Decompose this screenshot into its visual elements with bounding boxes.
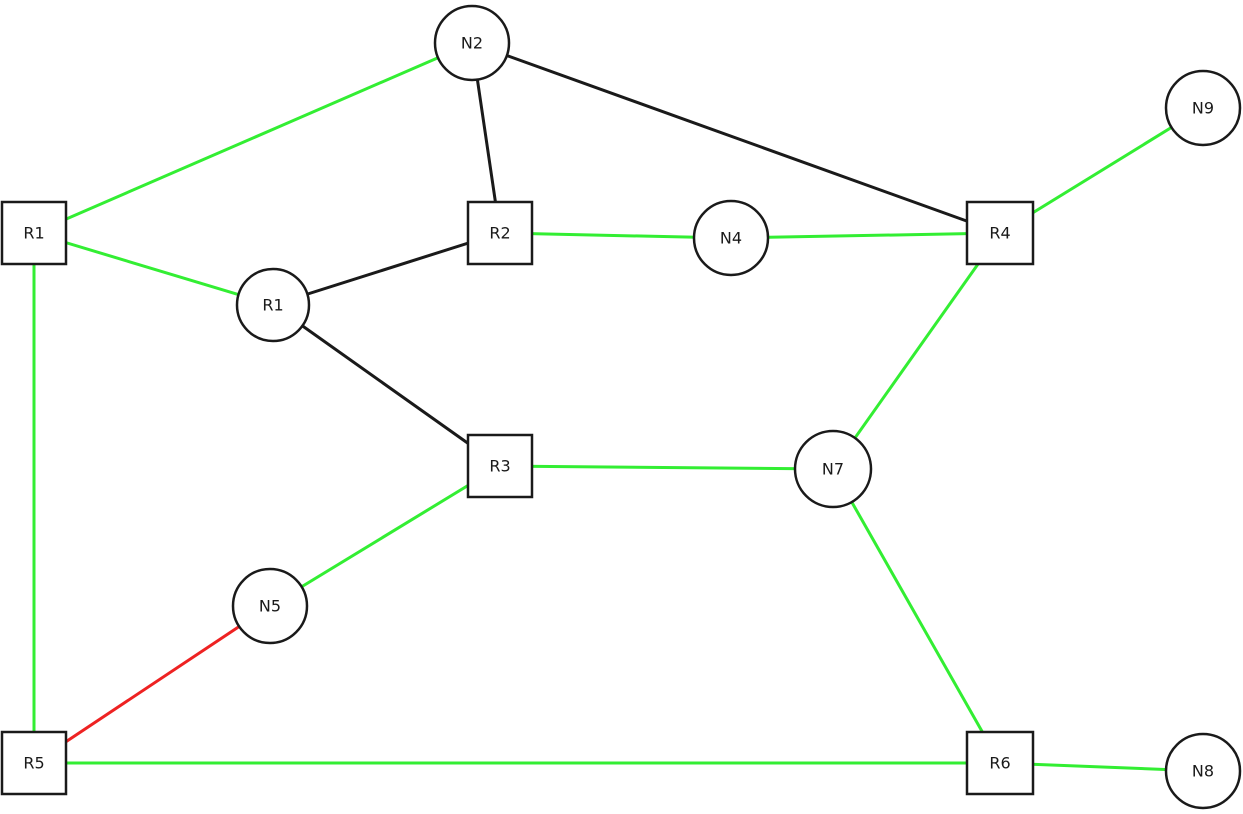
node-label: N5 xyxy=(259,597,281,616)
edge-n2-r4 xyxy=(470,41,1002,235)
node-label: R1 xyxy=(262,296,283,315)
node-label: R1 xyxy=(23,224,44,243)
router-square xyxy=(965,730,1035,796)
node-n9: N9 xyxy=(1164,69,1242,147)
node-r6: R6 xyxy=(965,730,1035,796)
router-square xyxy=(0,730,68,796)
edge-r3-n7 xyxy=(498,464,835,471)
network-circle xyxy=(1164,69,1242,147)
router-square xyxy=(965,200,1035,266)
node-r1a: R1 xyxy=(0,200,68,266)
node-r1b: R1 xyxy=(235,267,311,343)
edges-layer xyxy=(32,41,1205,773)
edge-n4-r4 xyxy=(729,231,1002,240)
network-circle xyxy=(433,4,511,82)
edge-r4-n7 xyxy=(831,231,1002,471)
node-label: N4 xyxy=(720,229,742,248)
network-circle xyxy=(692,199,770,277)
node-n8: N8 xyxy=(1164,732,1242,810)
node-label: R4 xyxy=(989,224,1010,243)
edge-r1b-r3 xyxy=(271,303,502,468)
node-label: R6 xyxy=(989,754,1010,773)
node-n4: N4 xyxy=(692,199,770,277)
node-label: N8 xyxy=(1192,762,1214,781)
network-circle xyxy=(231,567,309,645)
node-r5: R5 xyxy=(0,730,68,796)
edge-r2-n4 xyxy=(498,231,733,240)
network-circle xyxy=(793,429,873,509)
edge-r3-n5 xyxy=(268,464,502,608)
node-r2: R2 xyxy=(466,200,534,266)
node-label: N9 xyxy=(1192,99,1214,118)
node-label: R3 xyxy=(489,457,510,476)
node-label: R2 xyxy=(489,224,510,243)
edge-n5-r5 xyxy=(32,604,272,765)
router-square xyxy=(466,200,534,266)
node-n5: N5 xyxy=(231,567,309,645)
network-circle xyxy=(1164,732,1242,810)
network-circle xyxy=(235,267,311,343)
node-n2: N2 xyxy=(433,4,511,82)
edge-n7-r6 xyxy=(831,467,1002,765)
edge-r1a-r1b xyxy=(32,231,275,307)
router-square xyxy=(0,200,68,266)
router-square xyxy=(466,433,534,499)
node-r3: R3 xyxy=(466,433,534,499)
edge-r1b-r2 xyxy=(271,231,502,307)
node-n7: N7 xyxy=(793,429,873,509)
node-r4: R4 xyxy=(965,200,1035,266)
node-label: R5 xyxy=(23,754,44,773)
node-label: N7 xyxy=(822,460,844,479)
node-label: N2 xyxy=(461,34,483,53)
edge-r1a-n2 xyxy=(32,41,474,235)
